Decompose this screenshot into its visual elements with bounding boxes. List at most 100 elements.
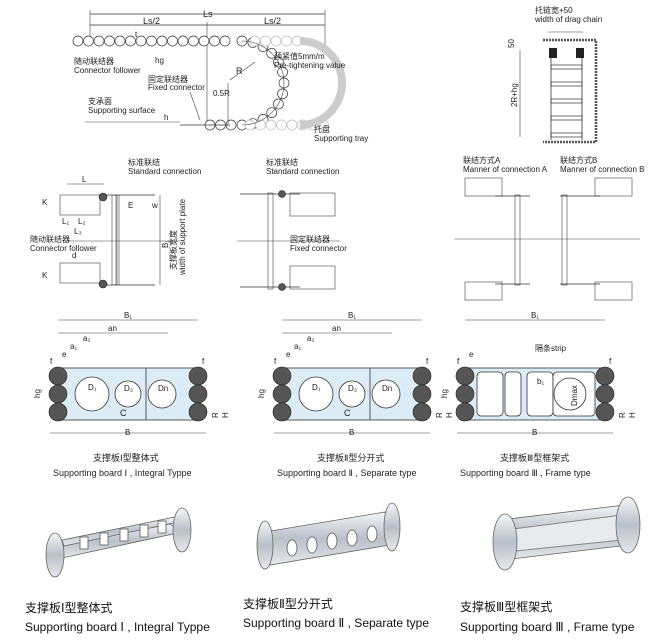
dim-C: C — [120, 408, 127, 418]
chain-side-view-diagram: Ls Ls/2 Ls/2 t hg R 0.5R 随动联结器 Connector… — [72, 9, 368, 143]
board-caption-cn: 支撑板Ⅲ型框架式 — [500, 452, 569, 463]
board-caption-en: Supporting board Ⅰ , Integral Typpe — [53, 468, 192, 478]
dim-L: L — [82, 175, 87, 184]
cable-hole-d2 — [114, 380, 142, 408]
dim-H: H — [445, 412, 454, 418]
dim-e: e — [469, 350, 474, 359]
chain-link — [167, 35, 178, 47]
manner-a-cn: 联结方式A — [463, 155, 501, 165]
dim-an: an — [332, 324, 341, 333]
dim-L2: L₂ — [78, 217, 86, 226]
dim-R: R — [618, 412, 627, 418]
dim-a1: a₁ — [294, 342, 301, 351]
chain-link — [125, 35, 136, 47]
tray-cn-label: 托盘 — [314, 124, 330, 134]
photo-caption-1-en: Supporting board Ⅰ , Integral Typpe — [25, 620, 210, 634]
photo-board-integral — [45, 507, 192, 578]
ghost-chain-run — [244, 35, 346, 131]
chain-link — [177, 35, 189, 47]
fixed-cn-label: 固定联结器 — [148, 74, 188, 84]
manner-a-en: Manner of connection A — [463, 165, 548, 174]
dim-e: e — [286, 350, 291, 359]
dim-B: B — [349, 428, 354, 437]
chain-rung — [550, 64, 583, 70]
dim-dmax: Dmax — [570, 385, 579, 406]
chain-link — [93, 35, 105, 47]
chain-link-end — [272, 366, 292, 386]
cable-hole-d1 — [74, 376, 110, 412]
board-caption-en: Supporting board Ⅲ , Frame type — [460, 468, 591, 478]
cable-hole-dn — [371, 379, 401, 409]
supporting-tray-diagram: 托链宽+50 width of drag chain 50 2R+hg — [507, 5, 602, 144]
chain-link — [209, 35, 220, 47]
dim-B: B — [532, 428, 537, 437]
frame-compartment — [476, 371, 504, 417]
photo-board-separate — [256, 502, 401, 570]
dim-D1: D₁ — [312, 383, 321, 392]
conn-mid-title-cn: 标准联结 — [266, 157, 298, 167]
dim-an: an — [108, 324, 117, 333]
chain-link-end — [455, 402, 475, 422]
chain-link-end — [455, 384, 475, 404]
chain-link — [276, 119, 287, 131]
ghost-chain-bend — [299, 37, 346, 129]
tray-width-en-label: width of drag chain — [534, 15, 602, 24]
dim-a1: a₁ — [70, 342, 77, 351]
chain-link-end — [48, 402, 68, 422]
conn-mid-title-en: Standard connection — [266, 167, 339, 176]
chain-link-end — [272, 402, 292, 422]
plate-width-cn: 支撑板宽度 — [168, 230, 178, 270]
board-caption-en: Supporting board Ⅱ , Separate type — [277, 468, 417, 478]
dim-K-bottom: K — [42, 271, 48, 280]
tray-height-label: 2R+hg — [510, 83, 519, 107]
cable-hole-d1 — [298, 376, 334, 412]
dim-hg: hg — [440, 389, 449, 398]
h-label: h — [164, 113, 168, 122]
dim-f-left: f — [274, 357, 277, 366]
tray-en-label: Supporting tray — [314, 134, 368, 143]
standard-connection-left-diagram: 标准联结 Standard connection L K K L₁ L₂ L₃ … — [30, 157, 201, 289]
photo-caption-3-cn: 支撑板Ⅲ型框架式 — [460, 599, 552, 614]
ls-half-right-label: Ls/2 — [264, 16, 281, 26]
photo-caption-2-en: Supporting board Ⅱ , Separate type — [243, 616, 429, 630]
chain-link-end — [595, 384, 615, 404]
hg-label: hg — [155, 56, 164, 65]
chain-link — [260, 35, 271, 47]
conn-follower-en: Connector follower — [30, 244, 97, 253]
dim-f-right: f — [426, 357, 429, 366]
tray-fifty-label: 50 — [507, 39, 516, 48]
chain-link — [286, 119, 298, 131]
radius-r-label: R — [236, 66, 243, 76]
chain-link — [219, 35, 231, 47]
chain-link-end — [188, 384, 208, 404]
tray-chain-links — [550, 58, 583, 140]
chain-link — [255, 119, 266, 131]
dim-f-left: f — [50, 357, 53, 366]
chain-link — [114, 35, 126, 47]
standard-connection-middle-diagram: 标准联结 Standard connection 固定联结器 Fixed con… — [237, 157, 347, 291]
conn-left-title-en: Standard connection — [128, 167, 201, 176]
dim-hg: hg — [33, 389, 42, 398]
chain-link — [188, 35, 199, 47]
chain-link-end — [272, 384, 292, 404]
chain-rung — [550, 132, 583, 138]
connection-manner-diagram: 联结方式A Manner of connection A 联结方式B Manne… — [455, 155, 645, 301]
conn-mid-fixed-cn: 固定联结器 — [290, 234, 330, 244]
half-radius-label: 0.5R — [213, 89, 230, 98]
chain-link-end — [188, 402, 208, 422]
dim-f-right: f — [609, 357, 612, 366]
follower-cn-label: 随动联结器 — [74, 56, 114, 66]
dim-R: R — [435, 412, 444, 418]
dim-f-right: f — [202, 357, 205, 366]
fixed-en-label: Fixed connector — [148, 83, 205, 92]
chain-link — [104, 35, 115, 47]
chain-link — [156, 35, 168, 47]
cable-hole-d2 — [338, 380, 366, 408]
chain-link-end — [48, 366, 68, 386]
chain-link-end — [595, 402, 615, 422]
dim-a2: a₂ — [83, 334, 91, 343]
chain-link-end — [412, 384, 432, 404]
chain-link-end — [48, 384, 68, 404]
